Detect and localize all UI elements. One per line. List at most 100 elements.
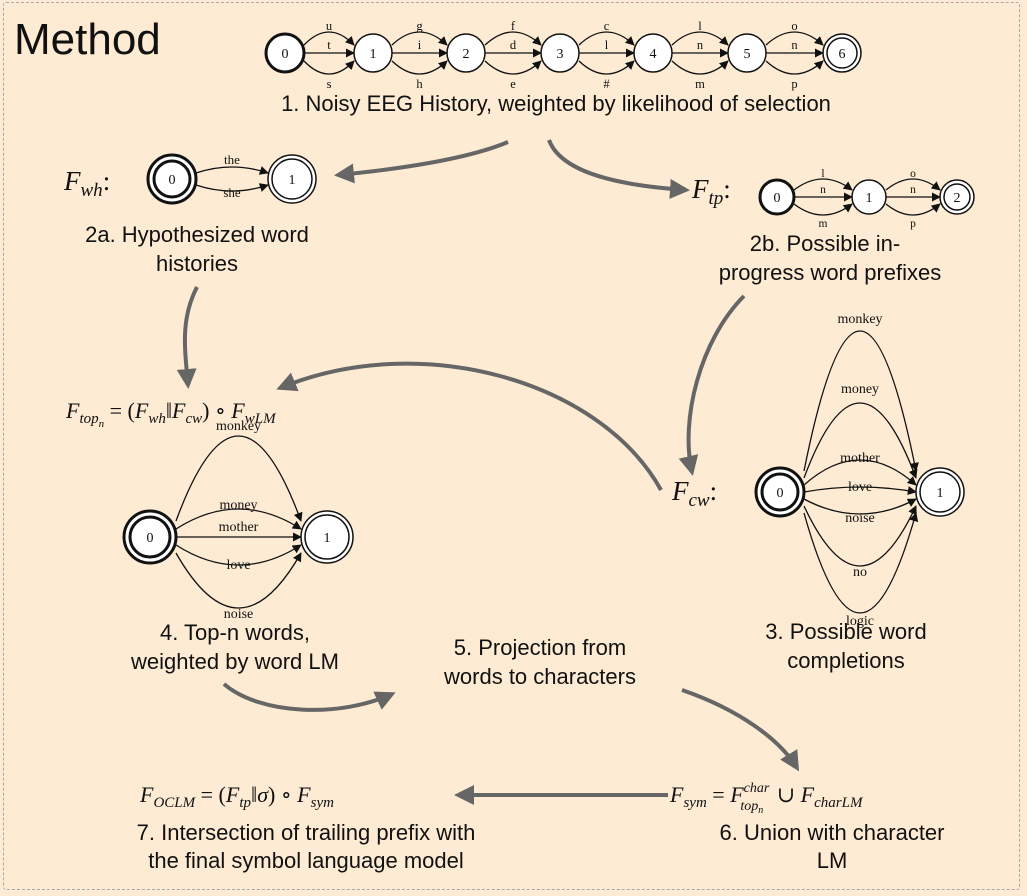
wh-edge-0 <box>195 166 269 175</box>
hist-edge-0-0-label: u <box>326 19 333 33</box>
hist-edge-0-1-label: t <box>327 38 331 52</box>
hist-edge-3-2 <box>578 60 635 75</box>
tp-edge-a-1-label: n <box>820 184 826 196</box>
hist-edge-5-0-label: o <box>791 19 797 33</box>
topn-edge-1 <box>175 508 302 530</box>
step6-line2: LM <box>817 848 848 873</box>
flow-arrow-4-to-5 <box>222 682 396 712</box>
topn-edge-4-label: noise <box>224 607 254 622</box>
step4-line2: weighted by word LM <box>130 649 339 674</box>
step7-line2: the final symbol language model <box>148 848 464 873</box>
hist-edge-0-2 <box>303 60 355 75</box>
hist-edge-4-2 <box>671 60 729 75</box>
flow-arrow-2a-to-4 <box>176 286 199 389</box>
hist-edge-5-2 <box>765 60 824 75</box>
hist-edge-2-0 <box>484 31 542 46</box>
step3-line1: 3. Possible word <box>765 619 926 644</box>
hist-edge-1-0-label: g <box>416 19 423 33</box>
topn-edge-0-label: monkey <box>216 419 261 434</box>
hist-edge-1-1-label: i <box>418 38 422 52</box>
hist-node-4-label: 4 <box>650 47 657 62</box>
topn-edge-1-label: money <box>219 498 257 513</box>
cw-edge-6-label: logic <box>846 614 874 629</box>
cw-edge-1 <box>803 402 918 479</box>
hist-edge-3-2-label: # <box>603 77 610 91</box>
step6-line1: 6. Union with character <box>720 820 945 845</box>
cw-edge-3 <box>803 486 917 496</box>
hist-node-3-circle <box>540 33 580 73</box>
hist-node-5-label: 5 <box>744 47 751 62</box>
topn-edge-3 <box>175 544 302 566</box>
flow-arrow-5-to-6 <box>681 688 800 772</box>
cw-node-0-label: 0 <box>777 486 784 501</box>
hist-node-6-inner-circle <box>826 37 858 69</box>
wh-node-1-label: 1 <box>289 173 296 188</box>
hist-node-1-label: 1 <box>370 47 377 62</box>
f-tp-label: Ftp: <box>691 174 731 209</box>
topn-edge-4 <box>175 552 302 609</box>
cw-edge-2 <box>803 459 917 486</box>
hist-edge-1-2-label: h <box>416 77 423 91</box>
cw-edge-3-label: love <box>848 480 872 495</box>
step2a-line1: 2a. Hypothesized word <box>85 222 309 247</box>
step5-line2: words to characters <box>443 664 636 689</box>
cw-node-1-inner-circle <box>919 471 961 513</box>
wh-fsa: the she 0 1 <box>146 152 317 205</box>
hist-edge-3-1-label: l <box>605 38 609 52</box>
cw-node-0-inner-circle <box>760 472 800 512</box>
wh-node-1-inner-circle <box>271 158 313 200</box>
hist-node-2-label: 2 <box>463 47 470 62</box>
tp-edge-a-0-label: l <box>821 168 824 180</box>
svg-text:Ftopn = (Fwh‖Fcw) ∘ FwLM: Ftopn = (Fwh‖Fcw) ∘ FwLM <box>65 398 277 430</box>
cw-edge-5 <box>803 505 917 567</box>
cw-edge-1-label: money <box>841 382 879 397</box>
tp-edge-b-0 <box>885 178 941 191</box>
tp-node-2-label: 2 <box>954 191 961 206</box>
hist-edge-4-2-label: m <box>695 77 705 91</box>
hist-node-6-label: 6 <box>839 47 846 62</box>
foclm-formula: FOCLM = (Ftp‖σ) ∘ Fsym <box>139 782 334 811</box>
tp-node-0-label: 0 <box>774 191 781 206</box>
hist-edge-1-2 <box>391 60 448 75</box>
hist-node-0-label: 0 <box>282 47 289 62</box>
wh-edge-1 <box>195 183 269 192</box>
hist-node-5-circle <box>727 33 767 73</box>
wh-edge-1-label: she <box>223 185 241 200</box>
cw-edge-4-label: noise <box>845 511 875 526</box>
f-cw-label: Fcw: <box>671 476 717 511</box>
tp-edge-b-0-label: o <box>910 168 916 180</box>
step2a-line2: histories <box>156 251 238 276</box>
tp-edge-a-0 <box>793 178 853 191</box>
wh-node-0-inner-circle <box>152 159 192 199</box>
tp-node-2-inner-circle <box>943 183 971 211</box>
topn-edge-2-label: mother <box>219 520 259 535</box>
topn-node-1-label: 1 <box>324 531 331 546</box>
hist-edge-0-0 <box>303 31 355 46</box>
dashed-frame <box>3 2 1020 890</box>
wh-edge-0-label: the <box>224 152 240 167</box>
hist-node-3-label: 3 <box>557 47 564 62</box>
step3-line2: completions <box>787 648 904 673</box>
title: Method <box>14 15 161 64</box>
tp-node-1-circle <box>851 179 887 215</box>
wh-node-0-label: 0 <box>169 173 176 188</box>
cw-node-1-label: 1 <box>937 486 944 501</box>
cw-edge-2-label: mother <box>840 451 880 466</box>
flow-arrow-2b-to-3 <box>678 294 746 476</box>
hist-edge-1-0 <box>391 31 448 46</box>
tp-edge-b-2-label: p <box>910 218 916 230</box>
hist-edge-4-1-label: n <box>697 38 704 52</box>
cw-edge-6 <box>803 512 919 614</box>
tp-node-0-circle <box>758 178 796 216</box>
hist-edge-5-1-label: n <box>791 38 798 52</box>
step7-line1: 7. Intersection of trailing prefix with <box>137 820 476 845</box>
svg-text:Fcw:: Fcw: <box>671 476 717 511</box>
flow-arrow-1-to-2b <box>547 139 690 199</box>
cw-edge-5-label: no <box>853 565 867 580</box>
step1-caption: 1. Noisy EEG History, weighted by likeli… <box>281 91 831 116</box>
topn-edge-0 <box>175 435 303 522</box>
